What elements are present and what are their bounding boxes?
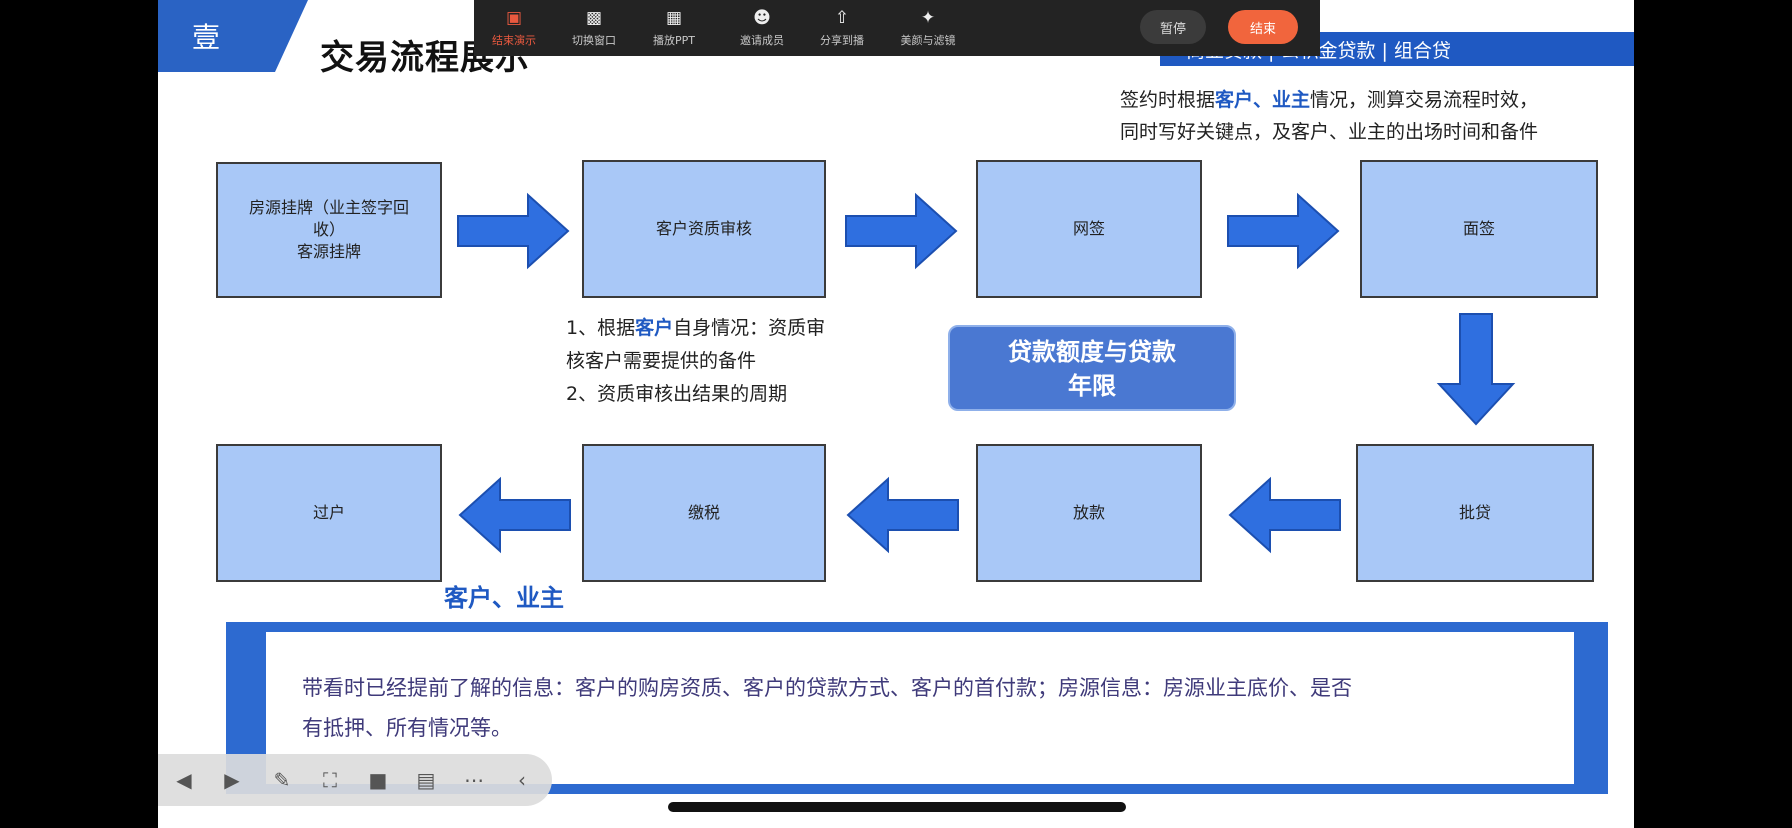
next-icon[interactable]: ▶: [224, 768, 240, 792]
meeting-toolbar: ▣结束演示 ▩切换窗口 ▦播放PPT ☻邀请成员 ⇧分享到播 ✦美颜与滤镜 暂停…: [474, 0, 1320, 56]
loan-amount-term-badge: 贷款额度与贷款 年限: [948, 325, 1236, 411]
playback-controls: ◀ ▶ ✎ ⛶ ■ ▤ ⋯ ‹: [158, 754, 552, 806]
arrow-right-icon: [457, 192, 570, 270]
arrow-down-icon: [1436, 313, 1516, 426]
arrow-right-icon: [845, 192, 958, 270]
highlight-text: 客户、业主: [1215, 89, 1311, 111]
end-button[interactable]: 结束: [1228, 10, 1298, 44]
toolbar-share[interactable]: ⇧分享到播: [802, 8, 882, 48]
actor-label: 客户、业主: [444, 584, 564, 612]
more-icon[interactable]: ⋯: [464, 768, 484, 792]
step-online-sign: 网签: [976, 160, 1202, 298]
slide: 壹 交易流程展示 商业贷款 | 公积金贷款 | 组合贷 签约时根据客户、业主情况…: [158, 0, 1634, 828]
step-face-sign: 面签: [1360, 160, 1598, 298]
screenshot-icon[interactable]: ⛶: [323, 768, 337, 792]
step-customer-review: 客户资质审核: [582, 160, 826, 298]
top-note: 签约时根据客户、业主情况，测算交易流程时效， 同时写好关键点，及客户、业主的出场…: [1120, 89, 1539, 143]
share-icon: ⇧: [834, 8, 850, 28]
step-tax: 缴税: [582, 444, 826, 582]
pause-button[interactable]: 暂停: [1140, 10, 1206, 44]
highlight-text: 客户: [635, 317, 674, 339]
toolbar-invite[interactable]: ☻邀请成员: [722, 8, 802, 48]
window-icon: ▩: [585, 8, 603, 28]
prev-icon[interactable]: ◀: [176, 768, 192, 792]
collapse-icon[interactable]: ‹: [518, 768, 526, 792]
toolbar-play-ppt[interactable]: ▦播放PPT: [634, 8, 714, 48]
ppt-icon: ▦: [665, 8, 683, 28]
review-notes: 1、根据客户自身情况：资质审 核客户需要提供的备件 2、资质审核出结果的周期: [566, 317, 826, 405]
presentation-icon: ▣: [505, 8, 523, 28]
pen-icon[interactable]: ✎: [273, 768, 291, 792]
user-icon: ☻: [753, 8, 771, 28]
home-indicator: [668, 802, 1126, 812]
step-approval: 批贷: [1356, 444, 1594, 582]
sparkle-icon: ✦: [920, 8, 936, 28]
step-listing: 房源挂牌（业主签字回收）客源挂牌: [216, 162, 442, 298]
toolbar-beauty[interactable]: ✦美颜与滤镜: [888, 8, 968, 48]
step-transfer: 过户: [216, 444, 442, 582]
camera-icon[interactable]: ■: [368, 768, 388, 792]
comment-icon[interactable]: ▤: [416, 768, 436, 792]
arrow-right-icon: [1227, 192, 1340, 270]
arrow-left-icon: [846, 476, 959, 554]
toolbar-end-presentation[interactable]: ▣结束演示: [474, 8, 554, 48]
toolbar-switch-window[interactable]: ▩切换窗口: [554, 8, 634, 48]
section-number: 壹: [158, 0, 308, 72]
step-disbursement: 放款: [976, 444, 1202, 582]
arrow-left-icon: [1228, 476, 1341, 554]
arrow-left-icon: [458, 476, 571, 554]
